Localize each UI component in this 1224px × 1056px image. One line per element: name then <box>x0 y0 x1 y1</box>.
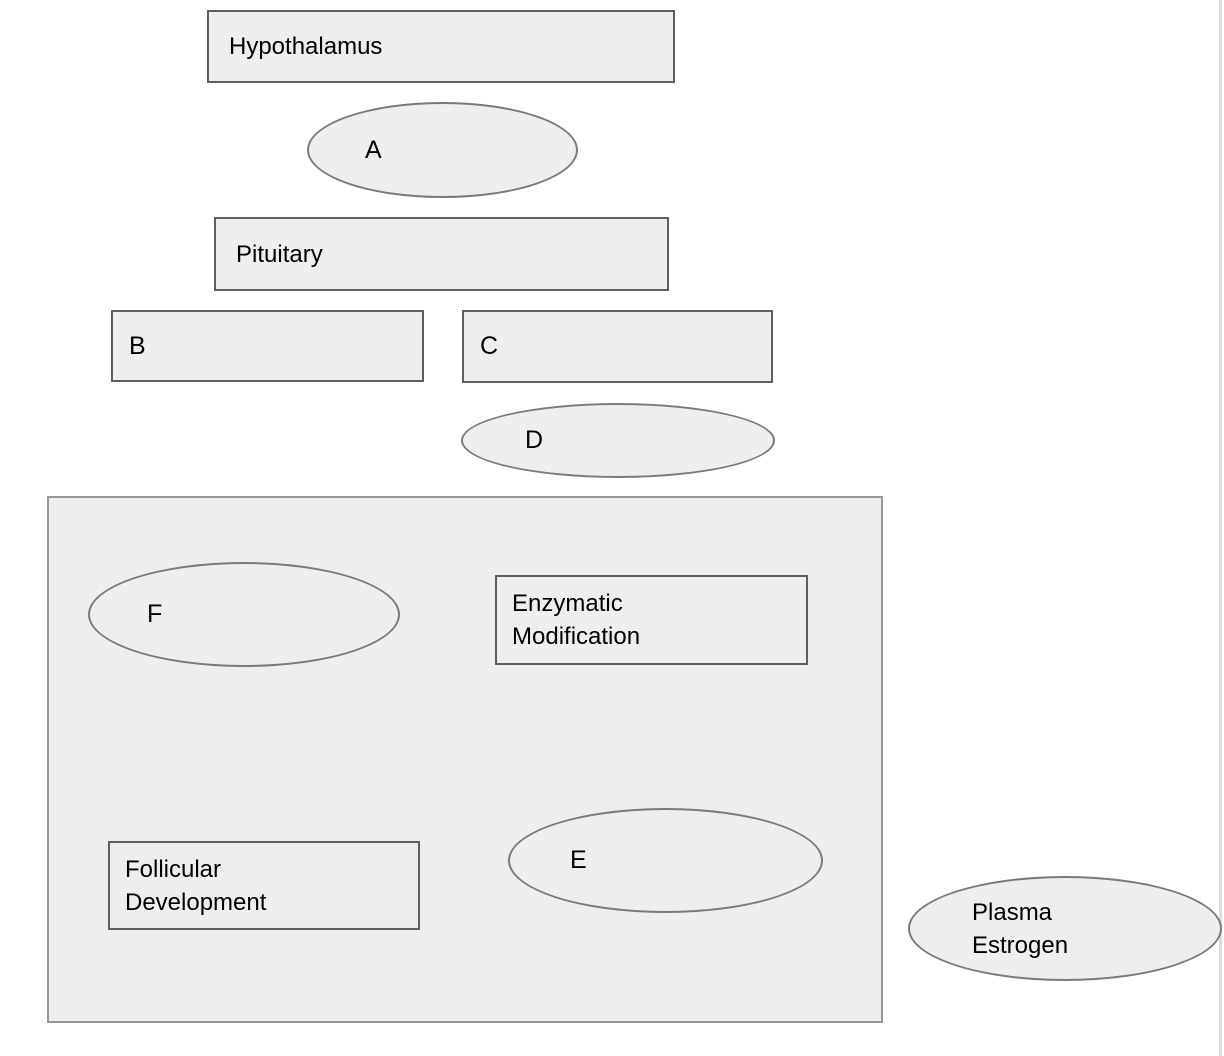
box-hypothalamus: Hypothalamus <box>207 10 675 83</box>
box-c: C <box>462 310 773 383</box>
page-right-edge-line <box>1219 0 1222 1056</box>
box-hypothalamus-label: Hypothalamus <box>229 33 383 60</box>
ellipse-d-label: D <box>525 426 544 454</box>
box-enzymatic-modification: Enzymatic Modification <box>495 575 808 665</box>
ellipse-plasma-estrogen-label: Plasma Estrogen <box>972 898 1069 959</box>
ellipse-a-label: A <box>365 135 382 164</box>
ellipse-plasma-estrogen: Plasma Estrogen <box>908 876 1222 981</box>
ellipse-e-label: E <box>570 846 587 874</box>
box-b: B <box>111 310 424 382</box>
ellipse-f-label: F <box>147 600 163 628</box>
box-pituitary: Pituitary <box>214 217 669 291</box>
ellipse-e: E <box>508 808 823 913</box>
box-pituitary-label: Pituitary <box>236 240 323 268</box>
box-b-label: B <box>129 331 146 360</box>
box-enzymatic-modification-label: Enzymatic Modification <box>512 590 641 650</box>
box-follicular-development: Follicular Development <box>108 841 420 930</box>
ellipse-f: F <box>88 562 400 667</box>
ellipse-a: A <box>307 102 578 198</box>
ellipse-d: D <box>461 403 775 478</box>
box-follicular-development-label: Follicular Development <box>125 855 267 916</box>
box-c-label: C <box>480 332 499 360</box>
